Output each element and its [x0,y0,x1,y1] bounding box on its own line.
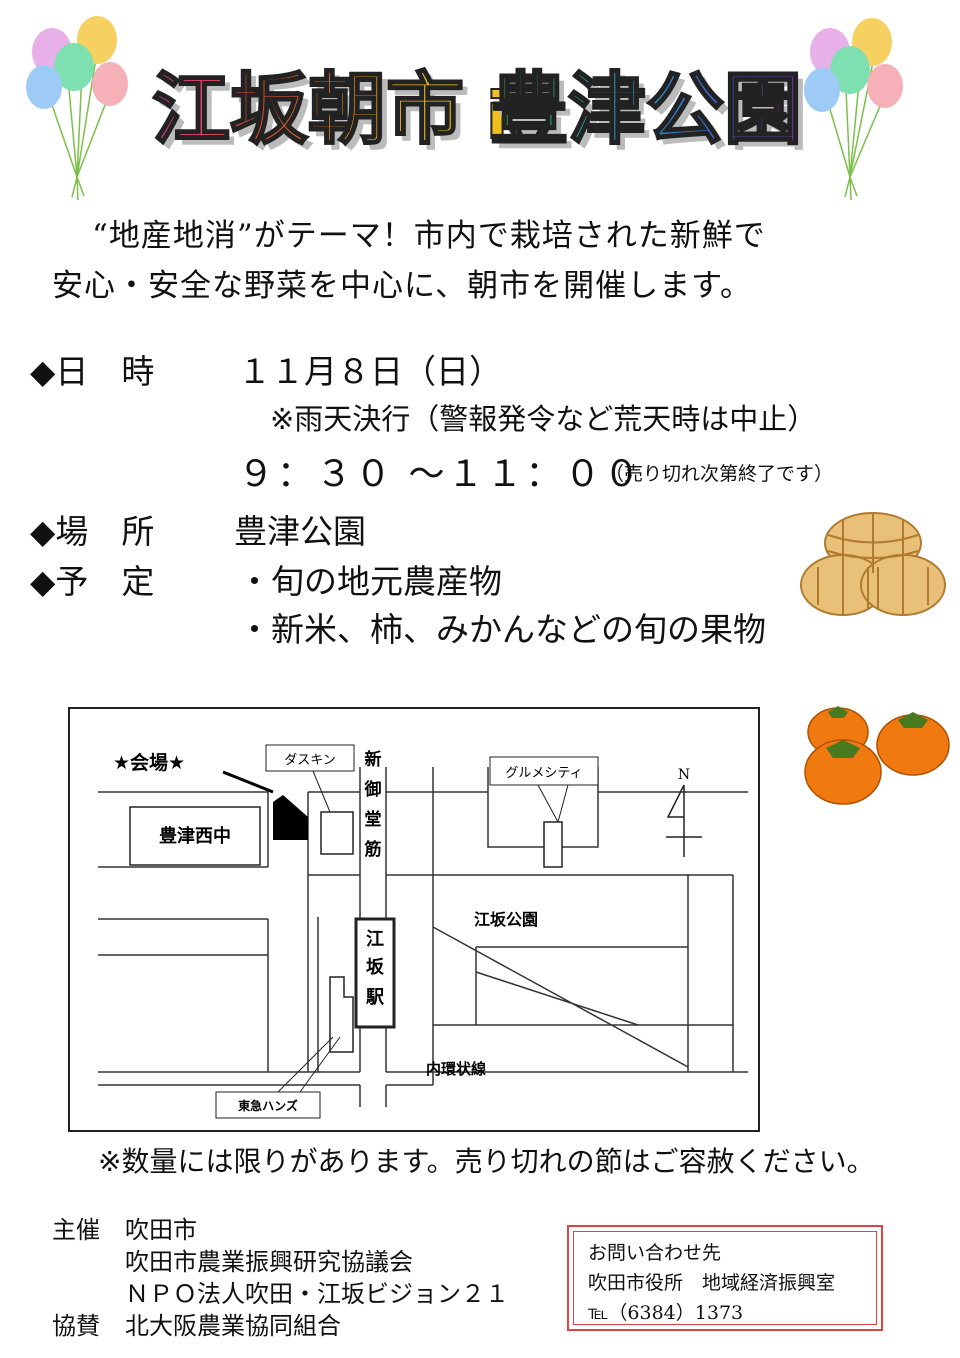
quantity-notice: ※数量には限りがあります。売り切れの節はご容赦ください。 [98,1145,875,1178]
persimmons-icon [804,706,950,805]
daskin-label: ダスキン [284,753,336,768]
road-char: 堂 [365,809,382,830]
contact-phone: ℡（6384）1373 [588,1302,744,1324]
plan-item: ・新米、柿、みかんなどの旬の果物 [238,610,766,649]
road-char: 御 [364,779,382,800]
title-shadow2: 豊津公園 [496,71,808,158]
title-shadow: 江坂朝市 [158,71,470,158]
contact-office: 吹田市役所 地域経済振興室 [588,1272,836,1294]
school-label: 豊津西中 [159,825,231,847]
park-label: 江坂公園 [474,910,538,929]
date-value: １１月８日（日） [238,352,502,391]
balloons-left-icon [26,16,128,201]
time-value: ９：３０ ～１１：００ [238,454,643,495]
station-char-1: 江 [366,929,384,950]
plan-item: ・旬の地元農産物 [238,562,502,601]
host-name: ＮＰＯ法人吹田・江坂ビジョン２１ [125,1280,509,1308]
title-part3: 豊津公園 [490,65,802,155]
plan-label: ◆予 定 [30,562,155,601]
venue-label: ◆場 所 [30,512,155,551]
station-char-2: 坂 [366,957,385,978]
intro-line-1: “地産地消”がテーマ！市内で栽培された新鮮で [92,218,766,254]
station-char-3: 駅 [365,987,385,1008]
venue-marker: ★会場★ [113,751,185,774]
page-title: 江坂朝市 江坂朝市 in 豊津公園 豊津公園 [151,64,808,158]
rice-bales-icon [800,512,946,616]
host-name: 吹田市農業振興研究協議会 [125,1248,413,1276]
date-label: ◆日 時 [30,352,155,391]
contact-heading: お問い合わせ先 [588,1242,722,1264]
host-label: 主催 [52,1216,100,1244]
time-note: （売り切れ次第終了です） [605,463,834,485]
balloons-right-icon [804,18,903,201]
sponsor-name: 北大阪農業協同組合 [125,1312,341,1340]
title-part2: in [486,80,554,154]
intro-line-2: 安心・安全な野菜を中心に、朝市を開催します。 [52,268,752,304]
road-char: 新 [365,749,382,770]
contact-inner-border: お問い合わせ先 吹田市役所 地域経済振興室 ℡（6384）1373 [573,1231,877,1325]
sponsor-label: 協賛 [52,1312,100,1340]
gourmet-city-label: グルメシティ [505,766,582,781]
road-char: 筋 [364,839,382,860]
north-arrow-icon: N [666,767,702,857]
rain-note: ※雨天決行（警報発令など荒天時は中止） [270,402,817,436]
ring-road-label: 内環状線 [426,1060,486,1078]
title-part1: 江坂朝市 [152,65,464,155]
access-map: 江 坂 駅 豊津西中 ★会場★ ダスキン 新 御 堂 筋 グルメシティ 江坂公園… [68,707,760,1132]
contact-box: お問い合わせ先 吹田市役所 地域経済振興室 ℡（6384）1373 [567,1225,883,1331]
svg-text:N: N [678,767,690,783]
tokyu-hands-label: 東急ハンズ [238,1098,298,1113]
host-name: 吹田市 [125,1216,197,1244]
venue-value: 豊津公園 [234,512,366,551]
